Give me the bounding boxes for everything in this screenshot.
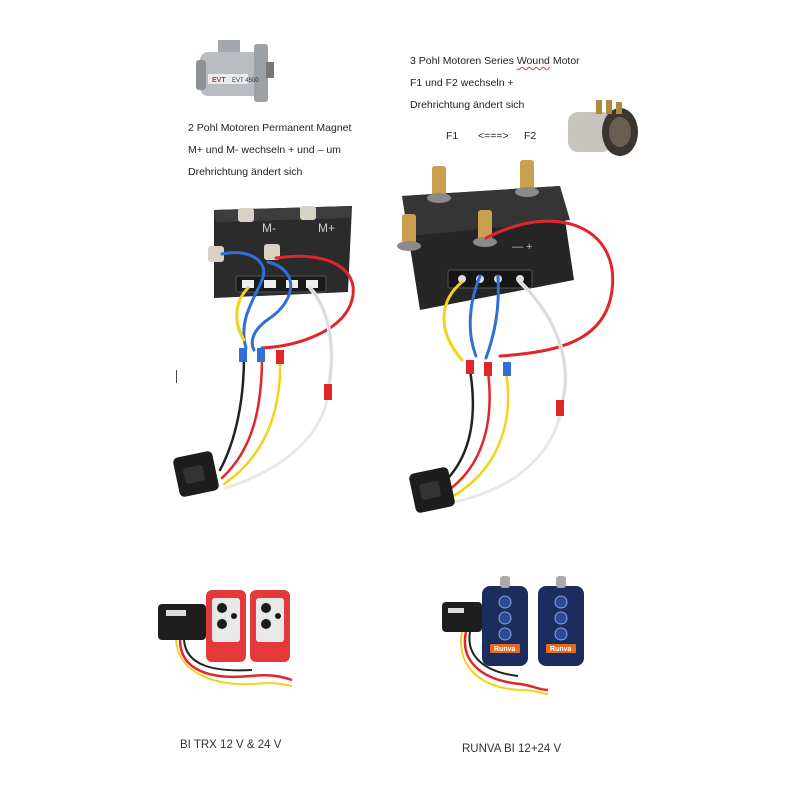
pm-plug (173, 451, 219, 497)
terminal-m-plus: M+ (318, 221, 335, 235)
pm-line-1: M+ und M- wechseln + und – um (188, 144, 341, 156)
series-title-prefix: 3 Pohl Motoren Series (410, 55, 517, 67)
pm-motor-image: EVT EVT 4500 (196, 40, 274, 102)
trx-remote-set (158, 590, 293, 687)
series-motor-image (568, 100, 638, 156)
svg-text:EVT: EVT (212, 77, 226, 84)
caption-bi-trx: BI TRX 12 V & 24 V (180, 739, 282, 751)
series-plug (409, 467, 455, 513)
label-f2: F2 (524, 130, 537, 142)
pm-title: 2 Pohl Motoren Permanent Magnet (188, 122, 352, 134)
terminal-m-minus: M- (262, 221, 276, 235)
series-solenoid-box: — + (397, 160, 574, 310)
text-cursor (176, 370, 177, 383)
runva-brand-2: Runva (550, 646, 572, 653)
svg-text:— +: — + (512, 241, 532, 253)
runva-brand-1: Runva (494, 646, 516, 653)
series-line-2: Drehrichtung ändert sich (410, 99, 525, 111)
pm-line-2: Drehrichtung ändert sich (188, 166, 303, 178)
runva-remote-set: Runva Runva (442, 576, 584, 695)
pm-solenoid-box: M- M+ (208, 206, 352, 298)
pm-wires (218, 251, 355, 490)
caption-runva: RUNVA BI 12+24 V (462, 743, 562, 755)
motor-label: EVT 4500 (232, 78, 259, 84)
series-line-1: F1 und F2 wechseln + (410, 77, 514, 89)
series-title: 3 Pohl Motoren Series Wound Motor (410, 55, 580, 68)
series-wires (438, 219, 615, 504)
label-arrow: <===> (478, 130, 509, 142)
series-title-suffix: Motor (549, 55, 580, 67)
label-f1: F1 (446, 130, 459, 142)
series-title-wavy: Wound (516, 55, 550, 67)
